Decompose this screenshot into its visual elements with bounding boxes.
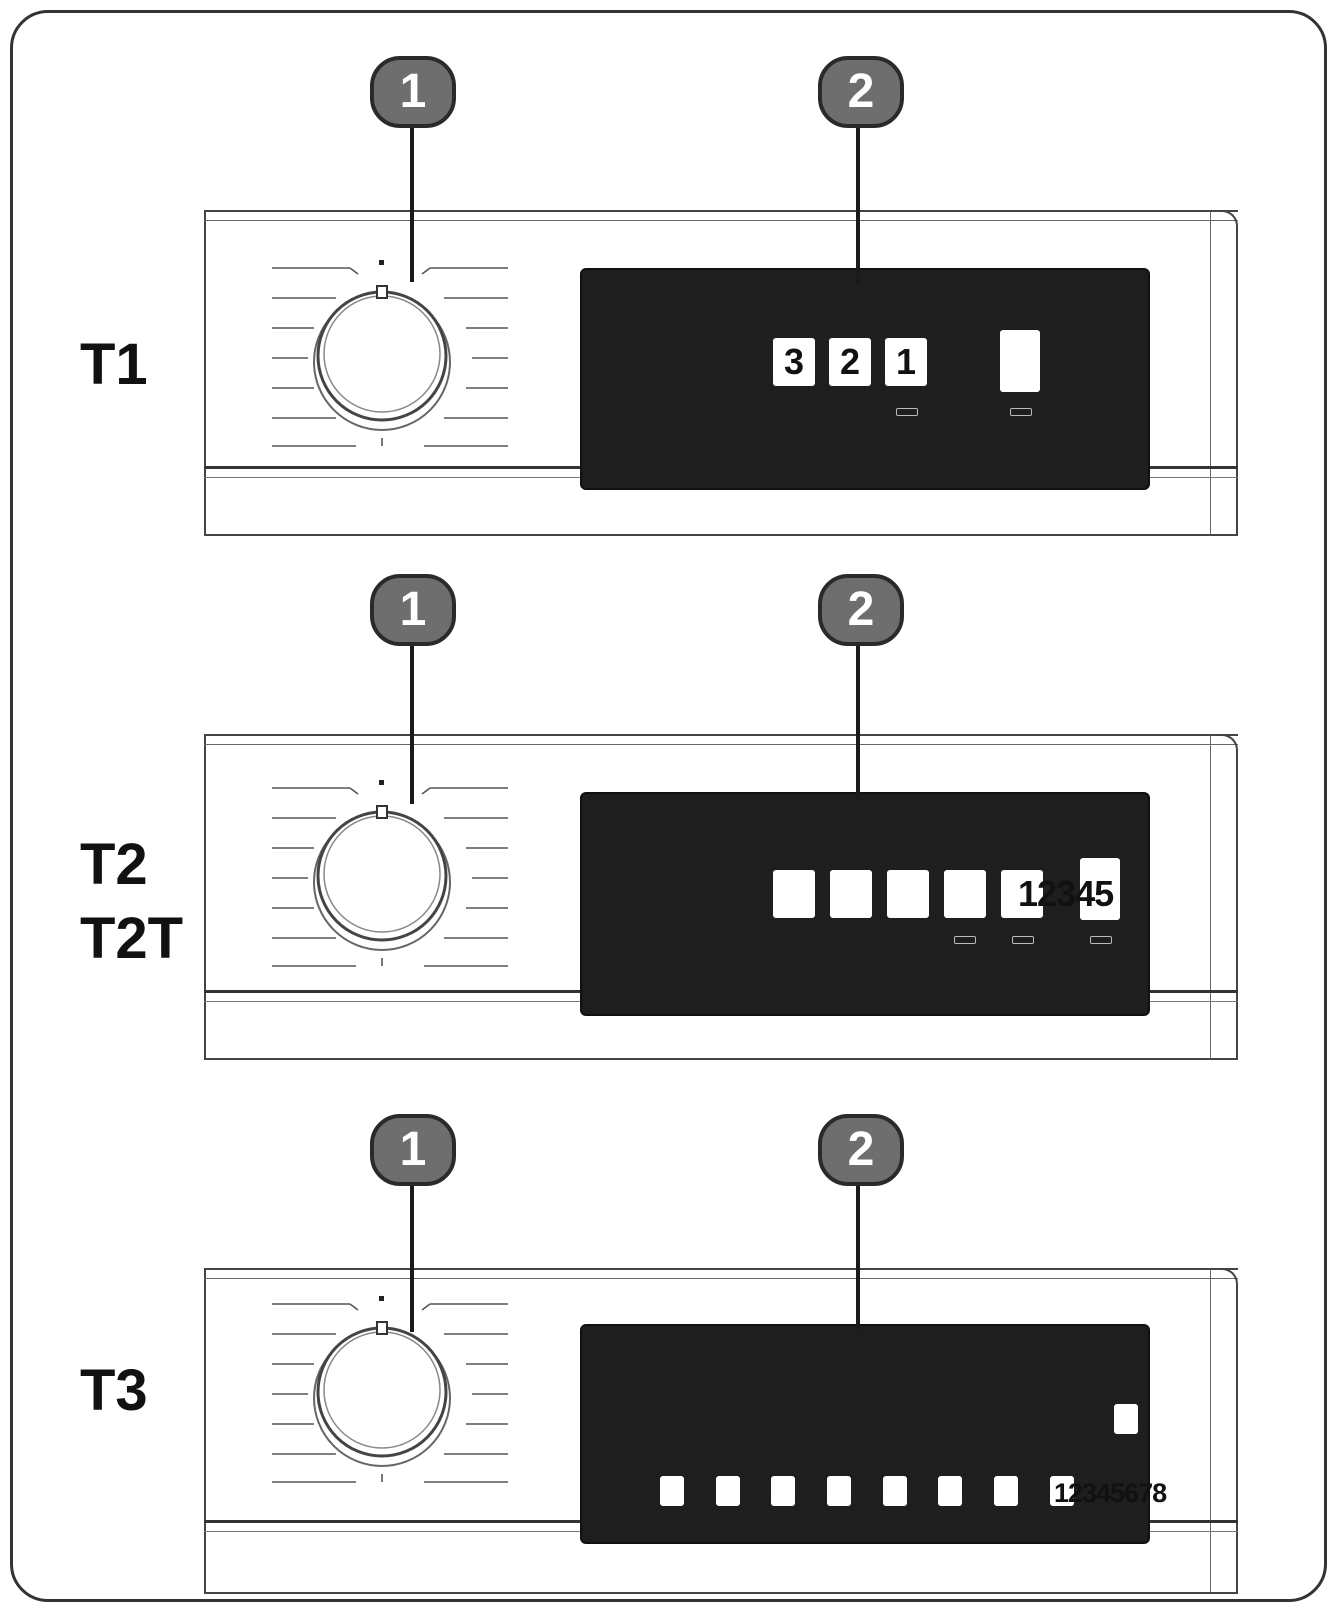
indicator-led xyxy=(954,936,976,944)
variant-label-line-1: T1 xyxy=(80,332,148,397)
panel-top-edge xyxy=(204,1268,1238,1279)
number-strip: 12345678 xyxy=(1054,1478,1167,1508)
callout-badge: 1 xyxy=(370,56,456,128)
control-panel xyxy=(204,210,1238,536)
variant-t3: T3 12345678 1 2 xyxy=(0,1058,1337,1594)
display-key[interactable] xyxy=(1080,858,1120,920)
callout-badge: 2 xyxy=(818,574,904,646)
display-key[interactable] xyxy=(1114,1404,1138,1434)
variant-label-line-1: T3 xyxy=(80,1358,148,1423)
callout-badge: 2 xyxy=(818,1114,904,1186)
panel-top-edge xyxy=(204,734,1238,745)
panel-side-edge xyxy=(1210,1268,1238,1594)
display-key[interactable] xyxy=(827,1476,851,1506)
display-key[interactable] xyxy=(938,1476,962,1506)
variant-t2: T2 T2T 12345 1 2 xyxy=(0,530,1337,1060)
selector-knob-icon[interactable] xyxy=(272,1296,508,1494)
display-key[interactable] xyxy=(994,1476,1018,1506)
callout-badge: 1 xyxy=(370,574,456,646)
display-key[interactable] xyxy=(773,870,815,918)
indicator-led xyxy=(1012,936,1034,944)
control-panel xyxy=(204,734,1238,1060)
display-key[interactable] xyxy=(830,870,872,918)
indicator-led xyxy=(1090,936,1112,944)
callout-badge: 2 xyxy=(818,56,904,128)
display-key[interactable] xyxy=(1001,870,1043,918)
display-key[interactable]: 2 xyxy=(829,338,871,386)
display-key[interactable] xyxy=(771,1476,795,1506)
display-key[interactable] xyxy=(883,1476,907,1506)
variant-label-line-1: T2 xyxy=(80,832,148,897)
display-key[interactable]: 1 xyxy=(885,338,927,386)
variant-t1: T1 3 2 1 1 2 xyxy=(0,0,1337,536)
control-panel xyxy=(204,1268,1238,1594)
panel-side-edge xyxy=(1210,210,1238,536)
variant-label-line-2: T2T xyxy=(80,906,184,971)
panel-top-edge xyxy=(204,210,1238,221)
indicator-led xyxy=(1010,408,1032,416)
selector-knob-icon[interactable] xyxy=(272,260,508,458)
leader-line xyxy=(410,124,414,282)
display-key[interactable] xyxy=(887,870,929,918)
panel-side-edge xyxy=(1210,734,1238,1060)
display-key[interactable] xyxy=(944,870,986,918)
key-label: 1 xyxy=(895,341,917,382)
leader-line xyxy=(410,646,414,804)
display-key[interactable] xyxy=(1050,1476,1074,1506)
indicator-led xyxy=(896,408,918,416)
leader-line xyxy=(856,1186,860,1330)
leader-line xyxy=(410,1186,414,1332)
number-strip: 12345 xyxy=(1018,873,1114,914)
display-key[interactable] xyxy=(716,1476,740,1506)
display-key[interactable] xyxy=(1000,330,1040,392)
key-label: 3 xyxy=(783,341,805,382)
callout-badge: 1 xyxy=(370,1114,456,1186)
display-key[interactable] xyxy=(660,1476,684,1506)
display-panel xyxy=(580,1324,1150,1544)
diagram-frame xyxy=(10,10,1327,1602)
display-key[interactable]: 3 xyxy=(773,338,815,386)
key-label: 2 xyxy=(839,341,861,382)
selector-knob-icon[interactable] xyxy=(272,780,508,978)
leader-line xyxy=(856,646,860,800)
leader-line xyxy=(856,124,860,284)
